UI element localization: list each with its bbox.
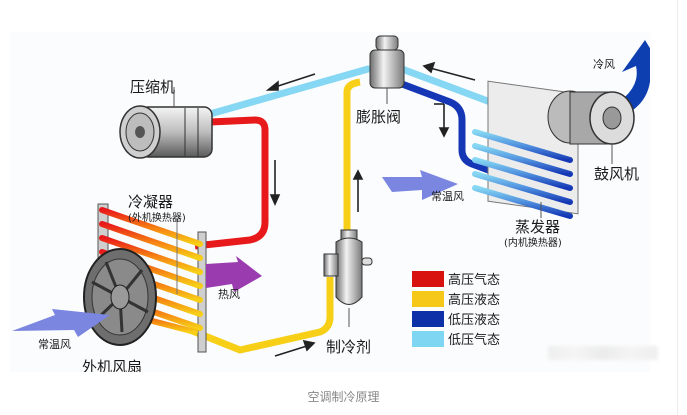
- legend-swatch-high-liquid: [412, 291, 444, 307]
- legend-label: 高压液态: [448, 292, 500, 308]
- label-condenser-sub: (外机换热器): [128, 211, 186, 224]
- hot-air-arrow: [206, 256, 262, 292]
- label-evaporator: 蒸发器: [515, 218, 560, 236]
- low-liquid-pipe: [400, 80, 572, 204]
- label-hot-air: 热风: [218, 288, 240, 301]
- normal-air-arrow-outdoor: [12, 309, 110, 337]
- label-normal-air-indoor: 常温风: [431, 190, 464, 203]
- receiver-drier: [323, 229, 373, 327]
- label-cold-air: 冷风: [593, 58, 615, 71]
- blurred-watermark: [548, 346, 658, 360]
- legend-label: 低压气态: [448, 332, 500, 348]
- flow-arrows: [265, 61, 476, 357]
- label-expansion-valve: 膨胀阀: [356, 108, 401, 126]
- figure-caption: 空调制冷原理: [307, 390, 380, 404]
- high-gas-pipe: [194, 116, 269, 250]
- diagram-figure: 压缩机 冷凝器 (外机换热器) 膨胀阀 蒸发器 (内机换热器) 鼓风机 外机风扇…: [10, 32, 662, 376]
- label-refrigerant: 制冷剂: [326, 338, 371, 356]
- outdoor-fan: [83, 248, 157, 346]
- label-compressor: 压缩机: [130, 78, 175, 96]
- high-liquid-pipe-up: [343, 78, 361, 237]
- legend: 高压气态 高压液态 低压液态 低压气态: [412, 271, 500, 348]
- label-normal-air-outdoor: 常温风: [38, 338, 71, 351]
- legend-label: 高压气态: [448, 272, 500, 288]
- page-border-line: [677, 0, 678, 415]
- high-liquid-pipe: [188, 277, 334, 354]
- legend-swatch-low-gas: [412, 331, 444, 347]
- legend-swatch-low-liquid: [412, 311, 444, 327]
- blower: [547, 90, 635, 164]
- cold-air-arrow: [600, 40, 662, 122]
- legend-swatch-high-gas: [412, 271, 444, 287]
- normal-air-arrow-indoor: [382, 170, 458, 200]
- expansion-valve: [369, 35, 405, 104]
- label-condenser: 冷凝器: [128, 193, 173, 211]
- label-evaporator-sub: (内机换热器): [504, 236, 562, 249]
- label-outdoor-fan: 外机风扇: [82, 358, 142, 372]
- low-gas-pipe: [206, 65, 372, 118]
- compressor: [119, 87, 213, 159]
- refrigeration-diagram: 压缩机 冷凝器 (外机换热器) 膨胀阀 蒸发器 (内机换热器) 鼓风机 外机风扇…: [12, 35, 662, 376]
- legend-label: 低压液态: [448, 313, 500, 328]
- label-blower: 鼓风机: [594, 165, 639, 183]
